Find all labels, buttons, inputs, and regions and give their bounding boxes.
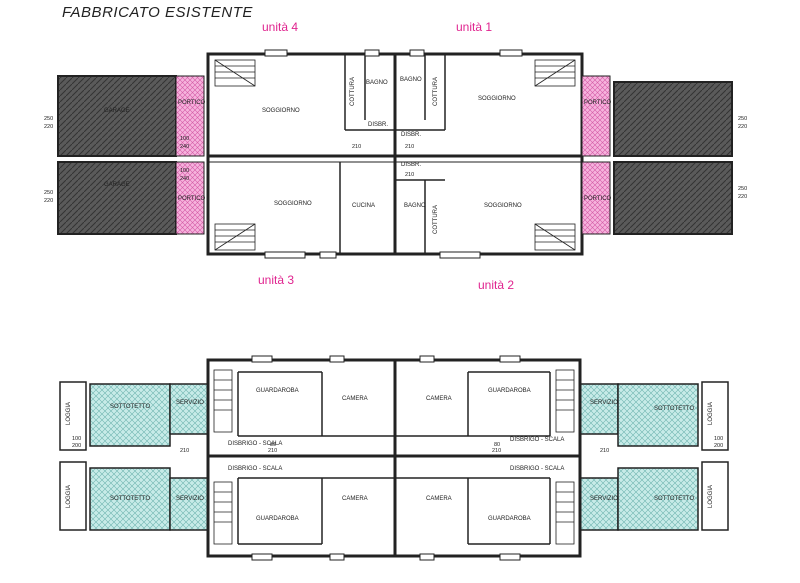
drawing-title: FABBRICATO ESISTENTE xyxy=(62,4,253,21)
unit-4-label: unità 4 xyxy=(262,20,299,34)
garage-bottom-left xyxy=(57,161,177,235)
label-sottotetto-bottom-right: SOTTOTETTO xyxy=(654,496,694,502)
sottotetto-top-right xyxy=(617,383,699,447)
label-servizio-top-right: SERVIZIO xyxy=(590,400,618,406)
label-soggiorno-u1: SOGGIORNO xyxy=(478,96,516,102)
dim-100-up-r: 100 xyxy=(714,436,723,442)
sottotetto-top-left xyxy=(89,383,171,447)
servizio-top-left xyxy=(169,383,209,435)
dim-210-a: 210 xyxy=(352,144,361,150)
label-cottura-u2: COTTURA xyxy=(433,205,439,234)
portico-top-right xyxy=(581,75,611,157)
label-cottura-u4: COTTURA xyxy=(350,77,356,106)
label-sottotetto-top-left: SOTTOTETTO xyxy=(110,404,150,410)
dim-100-up-l: 100 xyxy=(72,436,81,442)
label-sottotetto-bottom-left: SOTTOTETTO xyxy=(110,496,150,502)
dim-210-up-a: 210 xyxy=(268,448,277,454)
dim-250-right: 250 xyxy=(738,116,747,122)
servizio-bottom-left xyxy=(169,477,209,531)
garage-bottom-right xyxy=(613,161,733,235)
label-portico-bottom-left: PORTICO xyxy=(178,196,206,202)
dim-210-up-b: 210 xyxy=(492,448,501,454)
dim-200-up-r: 200 xyxy=(714,443,723,449)
label-servizio-top-left: SERVIZIO xyxy=(176,400,204,406)
label-disbr-u1: DISBR. xyxy=(401,132,421,138)
label-loggia-top-right: LOGGIA xyxy=(708,402,714,425)
label-servizio-bottom-right: SERVIZIO xyxy=(590,496,618,502)
dim-80-a: 80 xyxy=(270,442,276,448)
label-camera-u2: CAMERA xyxy=(426,496,452,502)
dim-240-b: 240 xyxy=(180,176,189,182)
sottotetto-bottom-left xyxy=(89,467,171,531)
label-loggia-bottom-right: LOGGIA xyxy=(708,485,714,508)
label-loggia-bottom-left: LOGGIA xyxy=(66,485,72,508)
label-disbrigo-scala-u1: DISBRIGO - SCALA xyxy=(510,437,564,443)
dim-200-up-l: 200 xyxy=(72,443,81,449)
label-disbrigo-scala-u2: DISBRIGO - SCALA xyxy=(510,466,564,472)
servizio-bottom-right xyxy=(579,477,619,531)
servizio-top-right xyxy=(579,383,619,435)
dim-100-b: 100 xyxy=(180,168,189,174)
dim-220-right-b: 220 xyxy=(738,194,747,200)
label-portico-bottom-right: PORTICO xyxy=(584,196,612,202)
portico-top-left xyxy=(175,75,205,157)
label-soggiorno-u2: SOGGIORNO xyxy=(484,203,522,209)
unit-3-label: unità 3 xyxy=(258,273,295,287)
dim-220-right: 220 xyxy=(738,124,747,130)
dim-250-left: 250 xyxy=(44,116,53,122)
upper-floor-plan: GUARDAROBA CAMERA CAMERA GUARDAROBA CAME… xyxy=(59,355,729,561)
label-portico-top-left: PORTICO xyxy=(178,100,206,106)
unit-2-label: unità 2 xyxy=(478,278,515,292)
label-bagno-u2: BAGNO xyxy=(404,203,426,209)
dim-210-c: 210 xyxy=(405,172,414,178)
dim-240-a: 240 xyxy=(180,144,189,150)
label-soggiorno-u4: SOGGIORNO xyxy=(262,108,300,114)
dim-220-left: 220 xyxy=(44,124,53,130)
label-camera-u1: CAMERA xyxy=(426,396,452,402)
sottotetto-bottom-right xyxy=(617,467,699,531)
label-garage-bottom-left: GARAGE xyxy=(104,182,130,188)
dim-210-up-c: 210 xyxy=(180,448,189,454)
dim-210-up-d: 210 xyxy=(600,448,609,454)
label-servizio-bottom-left: SERVIZIO xyxy=(176,496,204,502)
dim-100-a: 100 xyxy=(180,136,189,142)
label-guardaroba-u2: GUARDAROBA xyxy=(488,516,531,522)
loggia-bottom-right xyxy=(701,461,729,531)
dim-250-left-b: 250 xyxy=(44,190,53,196)
portico-bottom-right xyxy=(581,161,611,235)
label-disbrigo-scala-u3: DISBRIGO - SCALA xyxy=(228,466,282,472)
label-camera-u4: CAMERA xyxy=(342,396,368,402)
label-garage-top-left: GARAGE xyxy=(104,108,130,114)
unit-1-label: unità 1 xyxy=(456,20,493,34)
dim-250-right-b: 250 xyxy=(738,186,747,192)
label-disbr-u4: DISBR. xyxy=(368,122,388,128)
garage-top-left xyxy=(57,75,177,157)
label-bagno-u4: BAGNO xyxy=(366,80,388,86)
label-cucina: CUCINA xyxy=(352,203,375,209)
loggia-bottom-left xyxy=(59,461,87,531)
label-soggiorno-u3: SOGGIORNO xyxy=(274,201,312,207)
label-portico-top-right: PORTICO xyxy=(584,100,612,106)
dim-220-left-b: 220 xyxy=(44,198,53,204)
label-sottotetto-top-right: SOTTOTETTO xyxy=(654,406,694,412)
portico-bottom-left xyxy=(175,161,205,235)
loggia-top-right xyxy=(701,381,729,451)
label-guardaroba-u4: GUARDAROBA xyxy=(256,388,299,394)
label-disbrigo-scala-u4: DISBRIGO - SCALA xyxy=(228,441,282,447)
garage-top-right xyxy=(613,81,733,157)
ground-floor-plan: GARAGE GARAGE PORTICO PORTICO PORTICO PO… xyxy=(44,49,747,259)
loggia-top-left xyxy=(59,381,87,451)
label-loggia-top-left: LOGGIA xyxy=(66,402,72,425)
label-cottura-u1: COTTURA xyxy=(433,77,439,106)
dim-210-b: 210 xyxy=(405,144,414,150)
label-guardaroba-u1: GUARDAROBA xyxy=(488,388,531,394)
label-guardaroba-u3: GUARDAROBA xyxy=(256,516,299,522)
dim-80-b: 80 xyxy=(494,442,500,448)
label-disbr-u2: DISBR. xyxy=(401,162,421,168)
label-bagno-u1: BAGNO xyxy=(400,77,422,83)
label-camera-u3: CAMERA xyxy=(342,496,368,502)
